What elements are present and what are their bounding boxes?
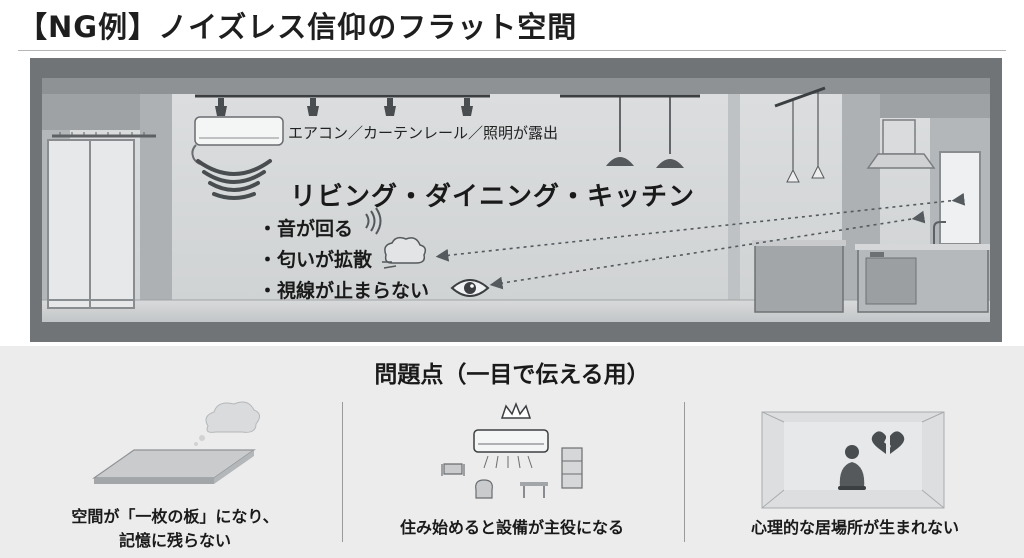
kitchen-window: [939, 151, 981, 245]
problem-divider-2: [684, 402, 685, 542]
kitchen-island: [752, 240, 846, 313]
eye-icon: [450, 279, 490, 297]
problem-divider-1: [342, 402, 343, 542]
kitchen-counter: [855, 244, 990, 313]
floor: [42, 300, 990, 322]
air-conditioner: [191, 116, 284, 166]
pendant-light-2: [656, 96, 684, 168]
pendant-light-1: [606, 96, 634, 166]
smell-cloud-icon: [382, 236, 427, 269]
range-hood: [866, 119, 936, 169]
bullet-smell: ・匂いが拡散: [258, 249, 373, 271]
problem-caption-flat-line1: 空間が「一枚の板」になり、: [71, 507, 279, 526]
bullet-sound: ・音が回る: [258, 218, 354, 240]
pendant-light-3: [786, 100, 800, 183]
problem-caption-equipment: 住み始めると設備が主役になる: [399, 518, 624, 537]
column-center: [728, 94, 740, 312]
page-title: 【NG例】ノイズレス信仰のフラット空間: [18, 10, 578, 44]
column-left: [140, 94, 172, 322]
title-divider: [18, 50, 1006, 51]
problem-caption-no-place: 心理的な居場所が生まれない: [750, 518, 959, 537]
crowned-aircon-icon: [441, 401, 583, 499]
problems-title: 問題点（一目で伝える用）: [374, 362, 650, 388]
problem-caption-flat-line2: 記憶に残らない: [118, 531, 231, 550]
exposed-fixtures-label: エアコン／カーテンレール／照明が露出: [288, 124, 559, 142]
ceiling-slab: [42, 78, 990, 94]
beam-right: [870, 94, 990, 118]
sound-waves-icon: [196, 159, 272, 200]
spot-light-track: [195, 94, 490, 116]
room-section-illustration: [30, 58, 1002, 342]
zone-title: リビング・ダイニング・キッチン: [290, 182, 696, 212]
sightline-arrow: [489, 210, 926, 290]
problem-caption-flat: 空間が「一枚の板」になり、 記憶に残らない: [50, 505, 300, 553]
pendant-light-4: [811, 92, 825, 179]
lonely-person-icon: [761, 411, 945, 509]
flat-board-icon: [92, 401, 260, 484]
sound-waves-small-icon: [365, 207, 382, 235]
bullet-sightline: ・視線が止まらない: [258, 280, 430, 302]
